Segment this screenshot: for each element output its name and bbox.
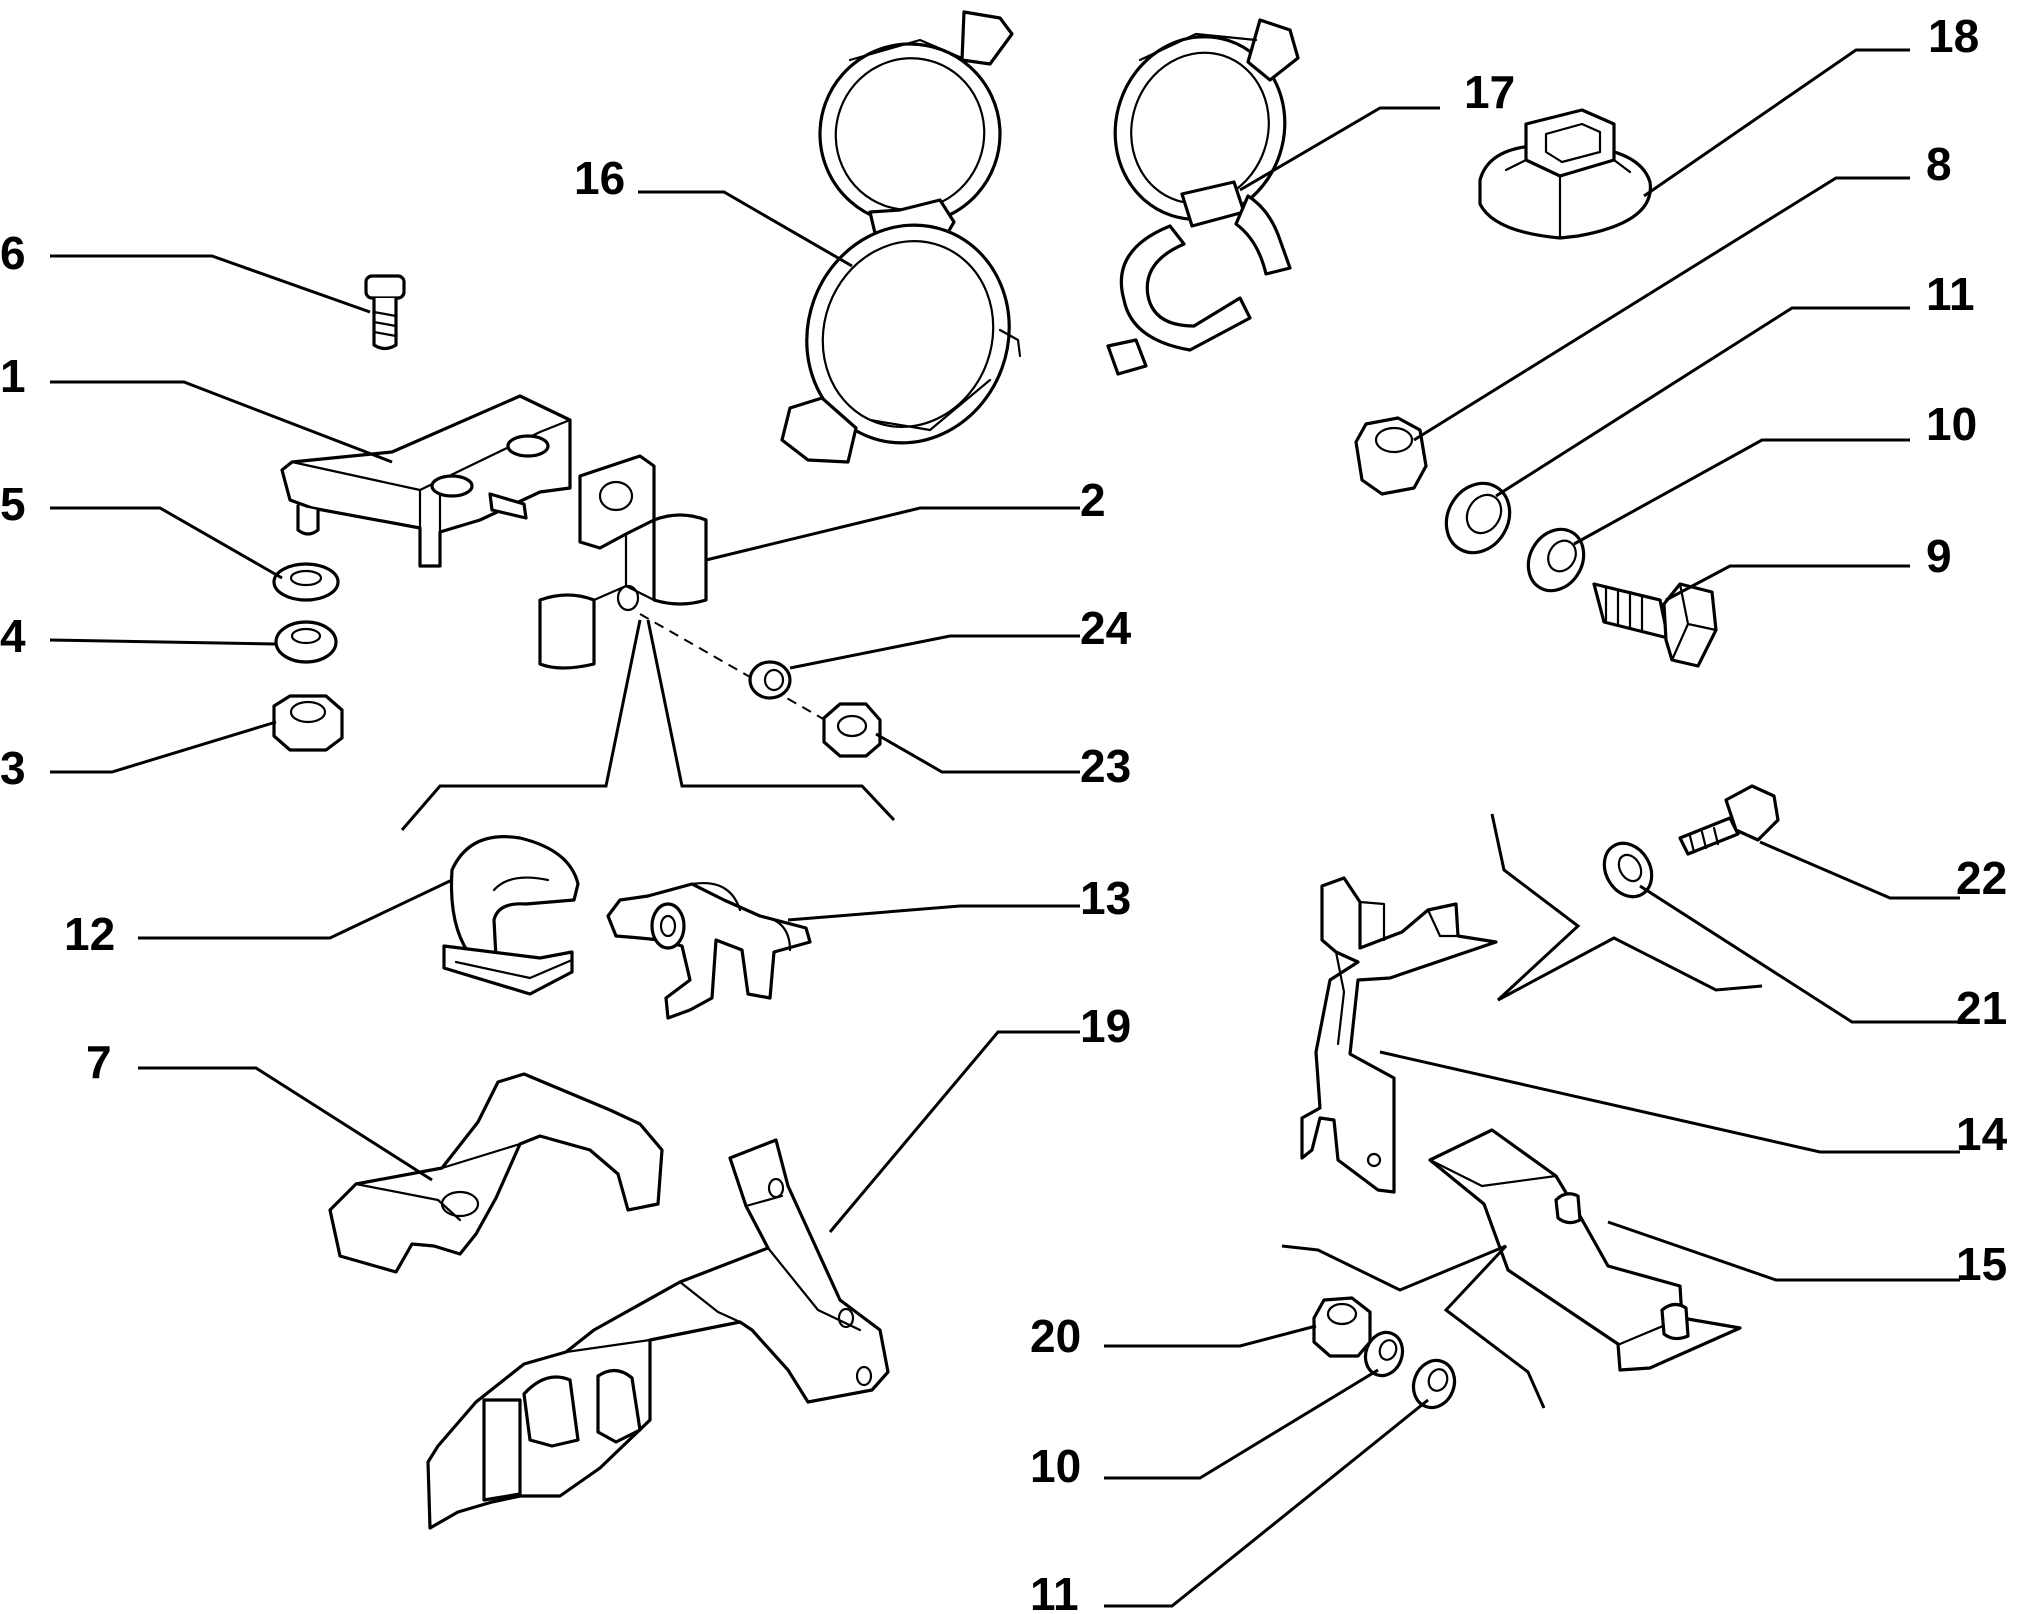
callout-10b: 10 [1030,1440,1081,1492]
leader-3 [50,720,277,774]
callout-18: 18 [1928,10,1979,62]
part-11-washer [1444,481,1512,555]
leader-7 [138,1066,433,1182]
subassembly-guide [400,619,896,831]
part-6-bolt [364,274,406,351]
callout-7: 7 [86,1036,112,1088]
callout-2: 2 [1080,474,1106,526]
part-5-washer [272,562,340,602]
callout-3: 3 [0,742,26,794]
part-18-grommet [1478,108,1652,240]
part-7-clamp [328,1072,664,1274]
part-16-ring-clamp [780,10,1022,464]
callout-21: 21 [1956,982,2007,1034]
leader-15 [1607,1220,1960,1282]
part-11-washer-lower [1411,1358,1457,1410]
leader-2 [705,506,1080,562]
subassembly-guide-lower [1281,1244,1546,1409]
callout-17: 17 [1464,66,1515,118]
leader-16 [638,190,853,268]
callout-22: 22 [1956,852,2007,904]
leader-21 [1639,884,1960,1024]
callout-14: 14 [1956,1108,2008,1160]
callout-labels: 6 1 5 4 3 2 24 23 12 13 7 19 16 17 18 8 … [0,10,2008,1614]
leader-19 [828,1030,1080,1233]
leader-4 [49,638,277,646]
part-17-ring-clamp [1106,18,1300,376]
leader-6 [50,254,371,314]
callout-6: 6 [0,227,26,279]
leader-5 [50,506,283,580]
part-24-washer [748,660,792,700]
leader-20 [1104,1324,1317,1348]
part-10-washer-lower [1363,1330,1405,1378]
part-12-clip [442,835,580,996]
part-14-bracket [1300,876,1498,1194]
subassembly-guide-right [1490,813,1763,1002]
callout-16: 16 [574,152,625,204]
callout-1: 1 [0,350,26,402]
part-9-bolt [1592,582,1718,668]
callout-24: 24 [1080,602,1132,654]
leader-17 [1239,106,1440,192]
part-19-bracket [426,1138,890,1530]
part-15-bracket [1428,1128,1742,1372]
part-8-nut [1354,416,1428,496]
part-22-bolt [1678,784,1780,856]
leader-24 [789,634,1080,670]
callout-20: 20 [1030,1310,1081,1362]
leader-22 [1759,840,1960,900]
part-23-nut [822,702,882,758]
leader-10 [1573,438,1910,546]
callout-11b: 11 [1030,1568,1079,1614]
leader-10b [1104,1368,1379,1480]
leader-11 [1495,306,1910,498]
part-4-washer [274,620,338,664]
callout-15: 15 [1956,1238,2007,1290]
callout-10: 10 [1926,398,1977,450]
leader-9 [1665,564,1910,602]
callout-12: 12 [64,908,115,960]
callout-13: 13 [1080,872,1131,924]
part-10-washer [1526,527,1586,593]
leader-13 [787,904,1080,922]
callout-9: 9 [1926,530,1952,582]
leader-12 [138,878,453,940]
leader-8 [1413,176,1910,442]
callout-4: 4 [0,610,26,662]
leader-23 [875,732,1080,774]
part-2-double-clip [538,454,708,670]
leader-14 [1379,1050,1960,1154]
leader-11b [1104,1398,1429,1608]
part-3-nut [272,694,344,752]
part-21-washer [1602,841,1654,899]
part-13-clip [606,882,812,1020]
leader-18 [1643,48,1910,198]
callout-11: 11 [1926,268,1975,320]
callout-23: 23 [1080,740,1131,792]
leader-lines [49,48,1960,1608]
part-20-nut [1312,1296,1372,1358]
part-1-bracket [280,394,572,568]
callout-19: 19 [1080,1000,1131,1052]
leader-1 [50,380,393,464]
callout-8: 8 [1926,138,1952,190]
callout-5: 5 [0,478,26,530]
